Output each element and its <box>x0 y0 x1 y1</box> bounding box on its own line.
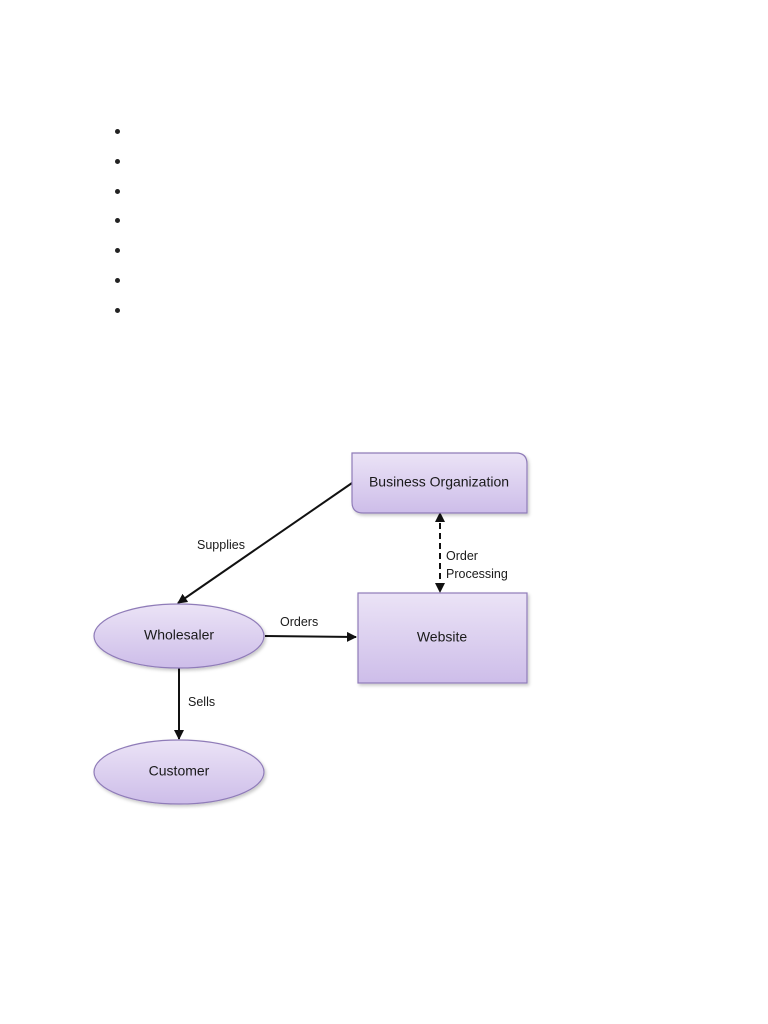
node-wholesaler: Wholesaler <box>93 603 265 669</box>
bullet-dot <box>115 188 120 194</box>
bullet-dot <box>115 129 120 134</box>
bullet-dot <box>115 307 120 313</box>
edge-sells: Sells <box>174 668 215 740</box>
sells-label: Sells <box>188 695 215 709</box>
edge-orders: Orders <box>264 615 357 642</box>
node-customer: Customer <box>93 739 265 805</box>
customer-label: Customer <box>149 763 210 779</box>
bullet-dot <box>115 277 120 283</box>
wholesaler-label: Wholesaler <box>144 627 214 643</box>
node-business-organization: Business Organization <box>351 452 528 514</box>
business-organization-box <box>351 452 528 514</box>
orders-label: Orders <box>280 615 318 629</box>
bullet-dot <box>115 158 120 164</box>
bullet-dot <box>115 218 120 224</box>
orders-arrow <box>264 631 357 642</box>
customer-ellipse <box>93 739 265 805</box>
edge-order-processing: Order Processing <box>435 512 508 593</box>
bullet-dot <box>115 248 120 254</box>
supplies-label: Supplies <box>197 538 245 552</box>
order-processing-label-line2: Processing <box>446 567 508 581</box>
node-website: Website <box>357 592 528 684</box>
order-processing-label-line1: Order <box>446 549 478 563</box>
supplies-arrow <box>177 482 353 604</box>
business-organization-label: Business Organization <box>369 474 509 490</box>
website-box <box>357 592 528 684</box>
website-label: Website <box>417 629 468 645</box>
wholesaler-ellipse <box>93 603 265 669</box>
edge-supplies: Supplies <box>177 482 353 604</box>
